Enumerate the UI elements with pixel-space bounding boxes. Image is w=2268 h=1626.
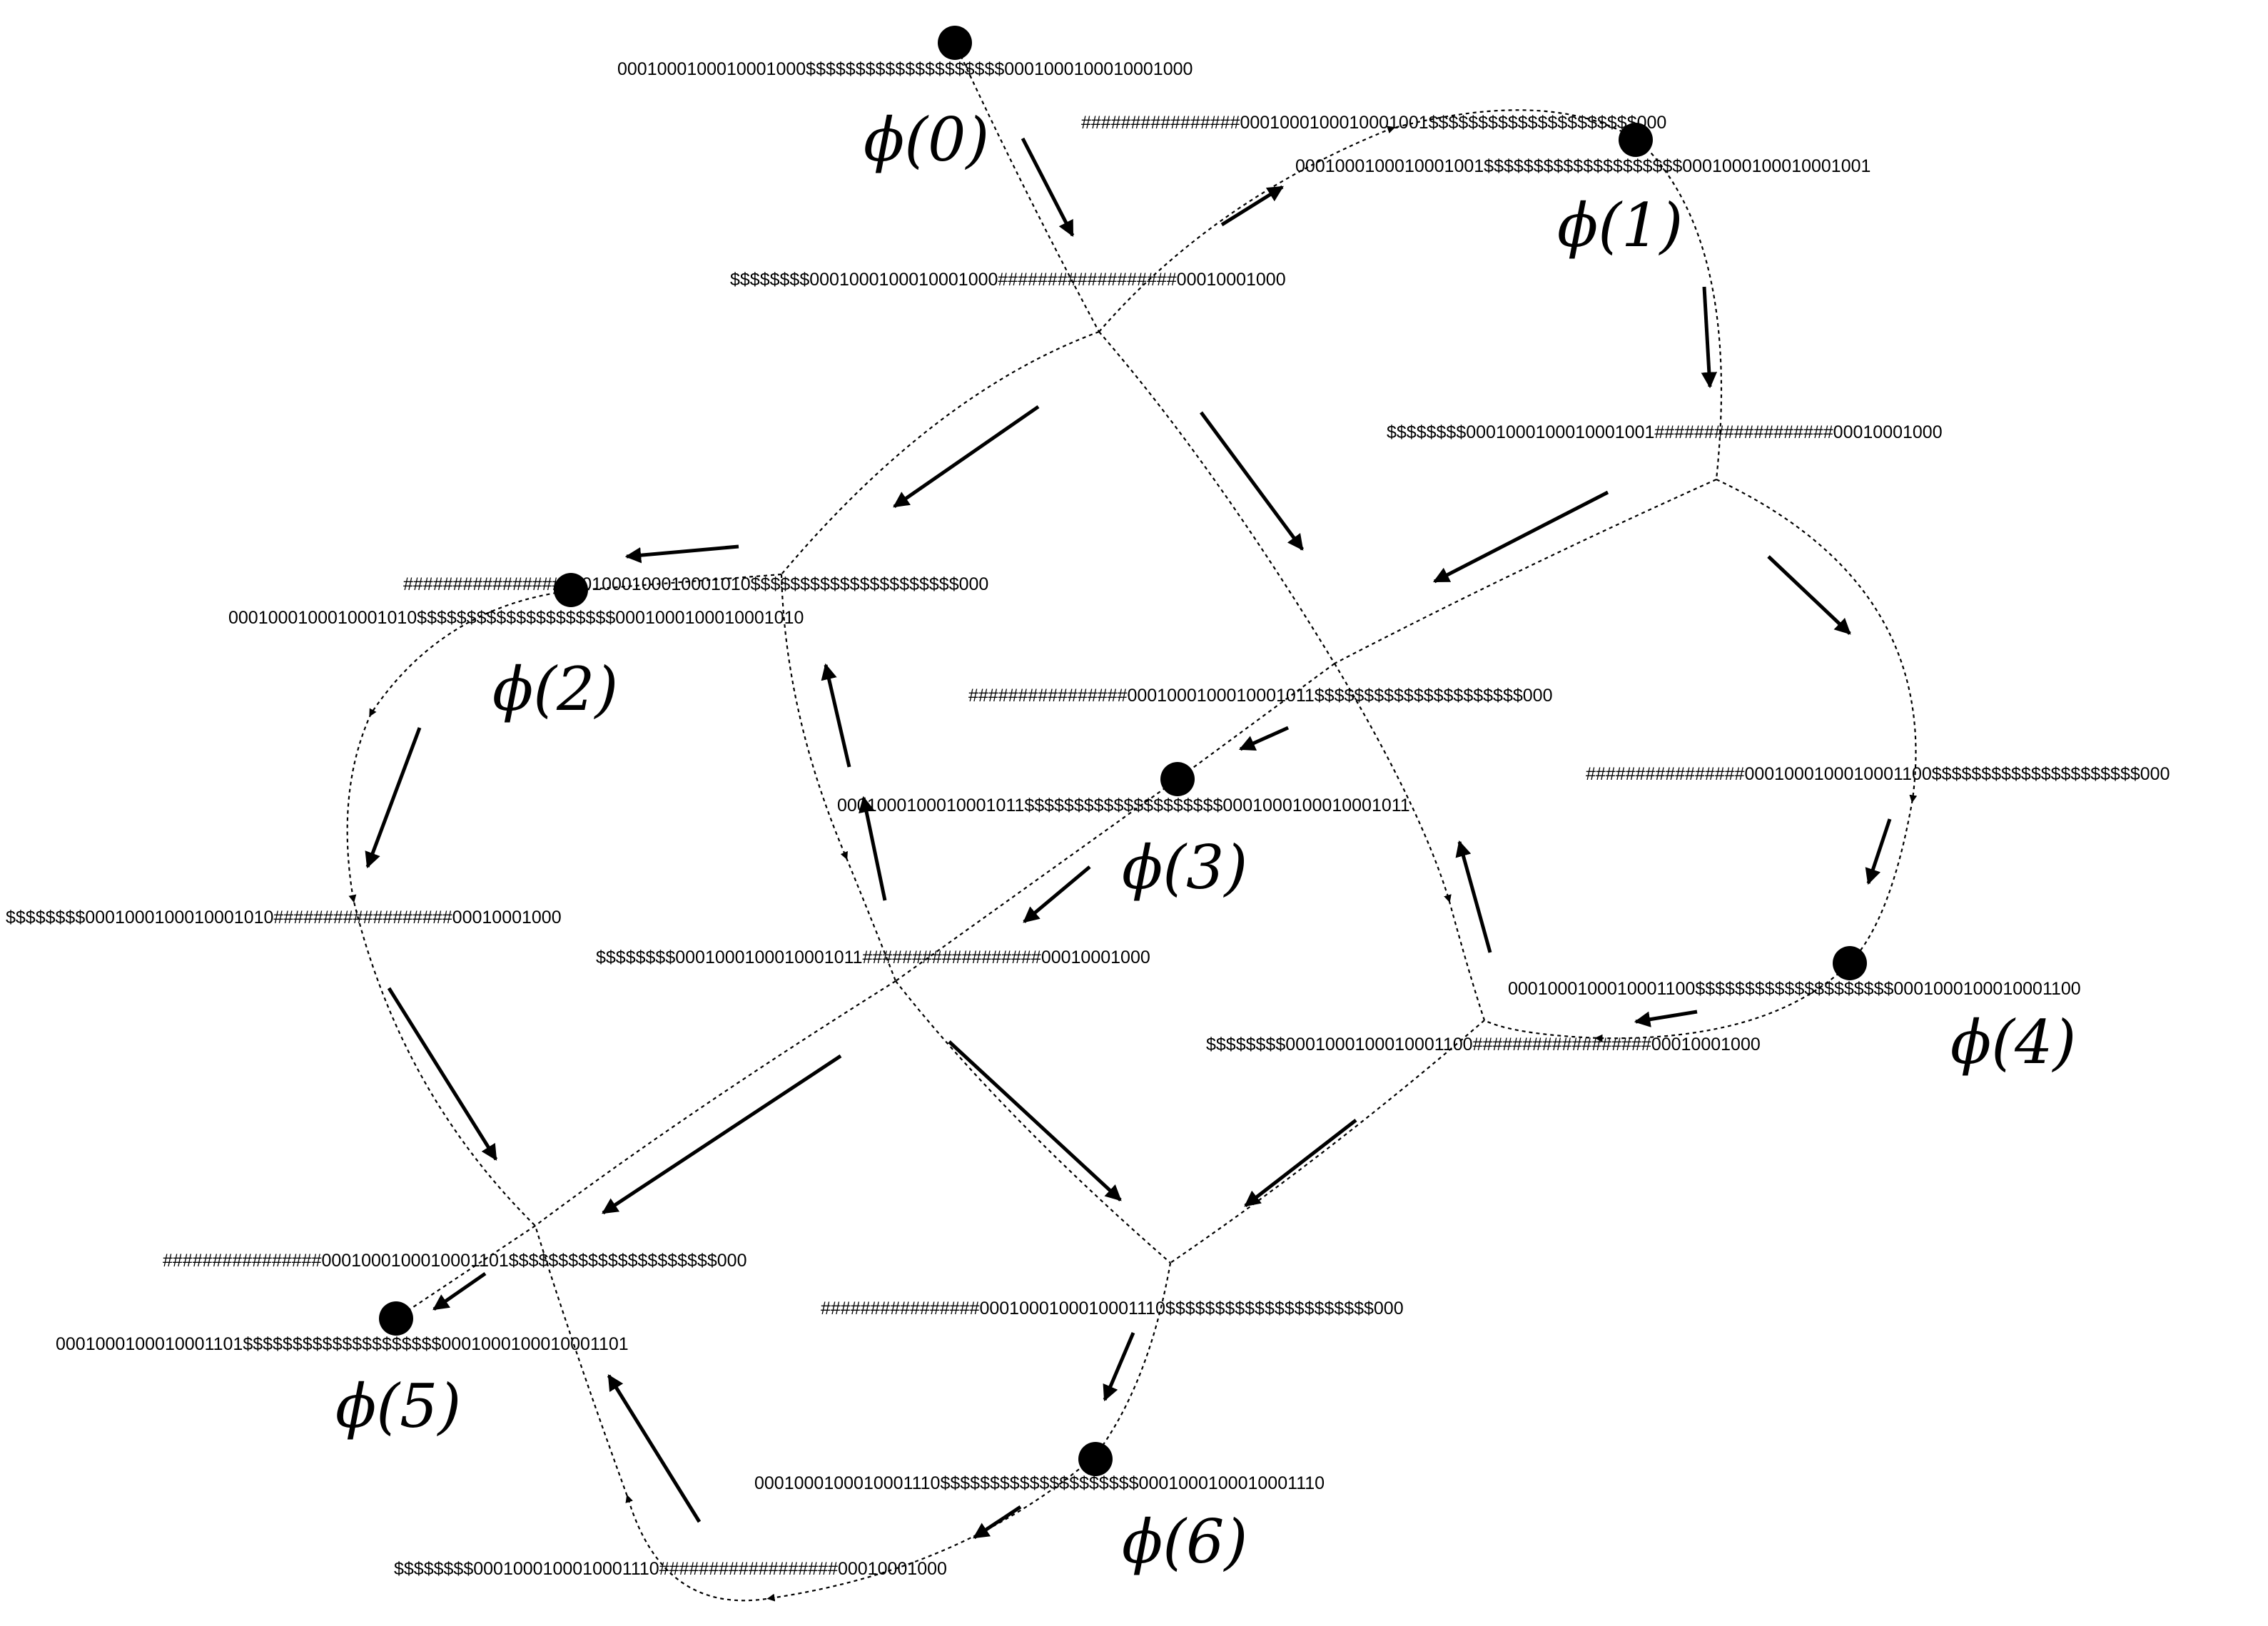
flow-arrow [859,796,887,901]
edge-j4-to-phi5 [395,1225,536,1319]
label-phi0: ϕ(0) [864,105,989,175]
tape-string-s6-mid: 0001000100010001110$$$$$$$$$$$$$$$$$$$$0… [754,1473,1325,1493]
edge-phi3-to-jmid [895,778,1178,982]
node-phi2 [554,573,588,607]
label-phi1: ϕ(1) [1557,190,1683,260]
flow-arrow [1432,490,1609,584]
node-phi4 [1833,946,1867,980]
tape-string-s0-right: $$$$$$$$0001000100010001000#############… [730,270,1286,290]
node-phi5 [379,1301,413,1336]
flow-arrow [432,1271,487,1311]
flow-arrow [387,987,498,1161]
flow-arrow [1701,286,1718,389]
edge-phi4-to-j5 [1484,962,1851,1042]
tape-string-s1-mid: 0001000100010001001$$$$$$$$$$$$$$$$$$$$0… [1295,156,1870,176]
tape-string-s2-top: ################0001000100010001010$$$$$… [403,574,988,594]
flow-arrow [1455,840,1492,953]
edge-phi6-to-loop [534,1225,1096,1602]
tape-string-s1-top: ################0001000100010001001$$$$$… [1081,113,1666,133]
edge-j3-to-j5 [1334,663,1486,1021]
flow-arrow [607,1374,702,1523]
tape-string-s5-mid: 0001000100010001101$$$$$$$$$$$$$$$$$$$$0… [56,1334,629,1354]
flow-arrow [821,663,851,768]
node-phi0 [938,26,972,60]
flow-arrow [1244,1119,1357,1207]
tape-string-s2-mid: 0001000100010001010$$$$$$$$$$$$$$$$$$$$0… [228,608,804,628]
tape-string-s4-right: $$$$$$$$0001000100010001100#############… [1206,1035,1761,1055]
edge-jmid-to-j6 [895,980,1171,1264]
edge-j6-to-phi6 [1095,1262,1172,1456]
edge-phi2-to-j4 [346,589,572,1226]
edge-phi0-to-j1 [954,42,1100,332]
label-phi6: ϕ(6) [1122,1507,1247,1577]
edges [346,42,1918,1602]
flow-arrow [973,1505,1022,1540]
edge-phi1-to-j2 [1641,142,1723,480]
nodes [379,26,1867,1476]
edge-jmid-to-j4 [535,980,896,1226]
tape-string-s3-top: ################0001000100010001011$$$$$… [968,686,1552,706]
edge-j5-to-j6 [1170,1020,1485,1264]
tape-string-s4-top: ################0001000100010001100$$$$$… [1586,764,2170,784]
label-phi5: ϕ(5) [335,1371,461,1441]
tape-strings: 0001000100010001000$$$$$$$$$$$$$$$$$$$$0… [6,59,2170,1579]
label-phi2: ϕ(2) [492,654,618,724]
tape-string-s4-mid: 0001000100010001100$$$$$$$$$$$$$$$$$$$$0… [1508,979,2081,999]
tape-string-s3-right: $$$$$$$$0001000100010001011#############… [596,947,1150,967]
tape-string-s1-right: $$$$$$$$0001000100010001001#############… [1387,422,1943,442]
flow-arrow [893,405,1040,509]
flow-arrow [1238,726,1290,751]
flow-arrow [365,727,422,869]
edge-j1-to-j2row [781,330,1100,575]
flow-arrow [948,1040,1122,1201]
edge-j2row-to-jmid [780,574,897,982]
tape-string-s3-mid: 0001000100010001011$$$$$$$$$$$$$$$$$$$$0… [837,796,1410,815]
tape-string-s2-right: $$$$$$$$0001000100010001010#############… [6,908,562,928]
flow-arrow [602,1054,842,1215]
node-phi1 [1619,123,1653,157]
edge-j1-to-j3 [1098,331,1335,664]
label-phi4: ϕ(4) [1950,1007,2076,1077]
tape-string-s6-right: $$$$$$$$0001000100010001110#############… [394,1559,947,1579]
edge-j2-to-phi4 [1716,479,1918,964]
flow-arrow [624,544,739,564]
flow-arrows [365,137,1892,1540]
tape-string-s0-top: 0001000100010001000$$$$$$$$$$$$$$$$$$$$0… [617,59,1193,79]
tape-string-s6-top: ################0001000100010001110$$$$$… [821,1299,1404,1318]
tape-string-s5-top: ################0001000100010001101$$$$$… [163,1251,746,1271]
flow-arrow [1865,818,1892,885]
node-phi6 [1078,1442,1113,1476]
edge-j3-to-phi3 [1177,663,1335,780]
flow-arrow [1023,865,1091,923]
flow-arrow [1021,137,1075,238]
state-labels: ϕ(0) ϕ(1) ϕ(2) ϕ(3) ϕ(4) ϕ(5) ϕ(6) [335,105,2076,1577]
node-phi3 [1160,762,1195,796]
flow-arrow [1199,411,1305,551]
edge-j1-to-phi1-arc [1098,109,1642,332]
label-phi3: ϕ(3) [1122,833,1247,903]
flow-arrow [1220,185,1284,227]
flow-arrow [1767,555,1851,635]
flow-arrow [1103,1332,1135,1402]
edge-j2-to-j3 [1334,478,1717,664]
flow-arrow [1634,1010,1698,1027]
